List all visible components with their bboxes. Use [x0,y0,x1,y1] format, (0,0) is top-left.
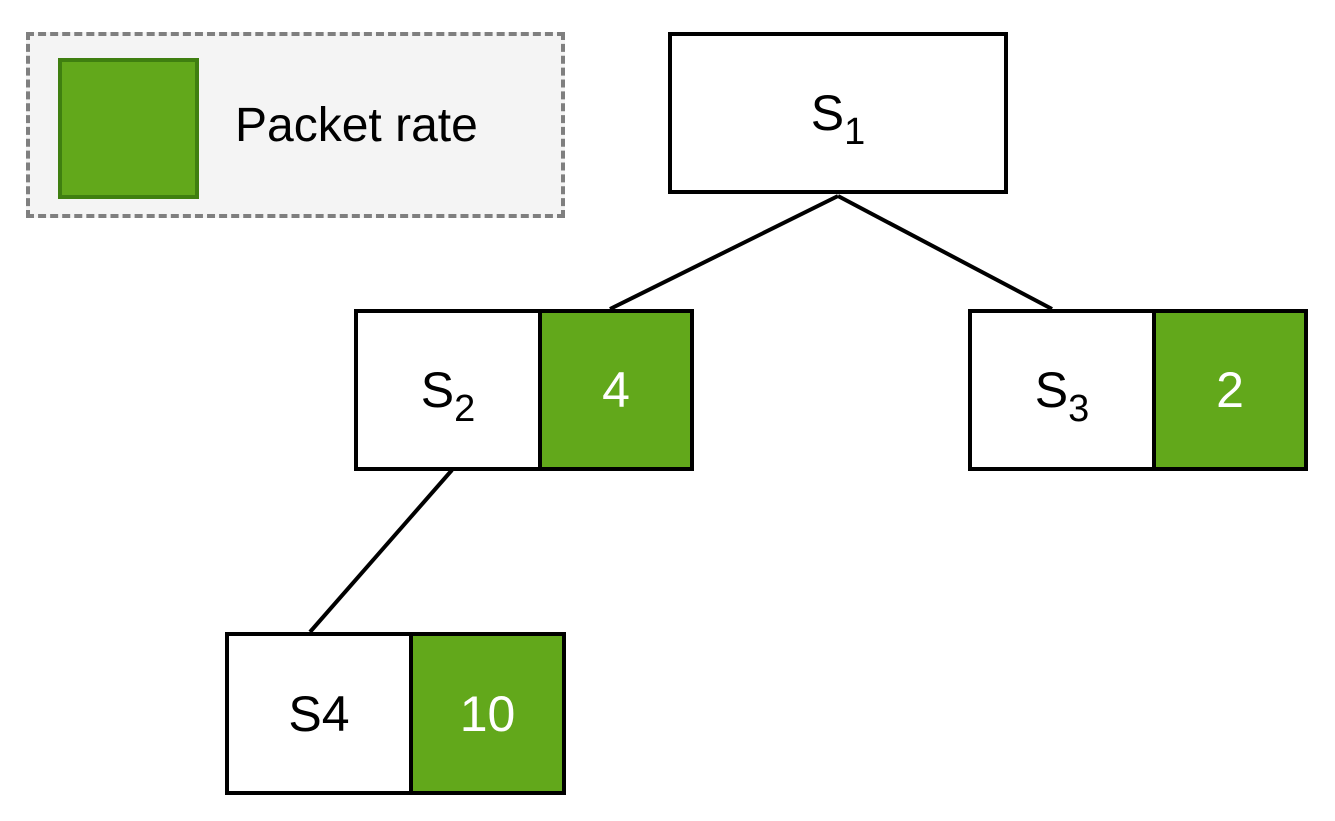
legend: Packet rate [26,32,565,218]
node-s3-label: S3 [1034,362,1090,430]
node-s4: S4 [225,632,413,795]
node-s1-label: S1 [810,85,866,153]
node-s3-packet-rate: 2 [1152,309,1308,471]
legend-label: Packet rate [235,99,478,152]
edge-s1-s3 [837,194,1053,311]
node-s1: S1 [668,32,1008,194]
node-s4-label: S4 [288,685,350,742]
edge-s1-s2 [609,194,839,311]
node-s2: S2 [354,309,542,471]
node-s2-packet-rate: 4 [538,309,694,471]
legend-swatch [58,58,199,199]
node-s2-label: S2 [420,362,476,430]
node-s4-packet-rate: 10 [409,632,566,795]
node-s3: S3 [968,309,1156,471]
edge-s2-s4 [308,468,454,634]
